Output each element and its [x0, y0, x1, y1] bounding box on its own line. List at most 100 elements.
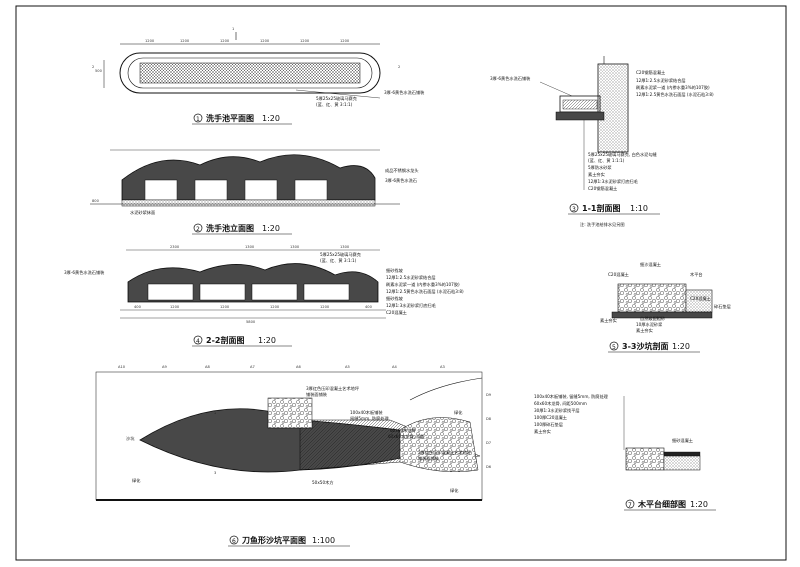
dim-label: 1200 — [260, 39, 270, 43]
grid-label: A5 — [345, 365, 350, 369]
det7-footing — [625, 447, 665, 471]
sect5-right-wall — [685, 289, 713, 313]
plan1-number-circle — [193, 113, 203, 123]
sect5-note: 木平台 — [690, 271, 703, 278]
det7-base — [663, 455, 701, 471]
sect4-note: 细砂找坡 — [386, 267, 404, 274]
sect3-note: C20钢筋混凝土 — [588, 185, 617, 192]
sect4-tile-note-2: (蓝、红、黄 3:1:1) — [320, 257, 357, 264]
sect4-cell — [251, 283, 298, 301]
sect5-note: 10厚水泥砂浆 — [636, 321, 663, 328]
elev2-scale: 1:20 — [262, 224, 280, 233]
sect3-note: 素土夯实 — [588, 171, 605, 178]
det7-title: 木平台细部图 — [637, 499, 686, 509]
elev2-note-faucet: 成品不锈钢水龙头 — [385, 167, 419, 174]
sect4-left-note: 3厚-6黄色水洗石铺装 — [64, 269, 105, 276]
sect3-note: 12厚1:2.5黄色水洗石面层 (水泥石粒3:8) — [636, 91, 714, 98]
elev2-number: 2 — [196, 226, 200, 233]
det7-note: 100厚碎石垫层 — [534, 421, 563, 428]
sect5-number: 5 — [612, 344, 616, 351]
grid-label: A7 — [250, 365, 255, 369]
grid-label: D6 — [486, 465, 492, 469]
dim-label: 1200 — [220, 305, 230, 309]
section-mark-3: 3 — [214, 411, 216, 415]
sect5-pit — [617, 283, 687, 313]
sect3-slab — [555, 111, 605, 121]
sect3-wall — [597, 63, 629, 153]
plan6-number-circle — [229, 535, 239, 545]
grid-label: D7 — [486, 441, 491, 445]
section-mark-1: 1 — [232, 27, 234, 31]
plan1-number: 1 — [196, 116, 200, 123]
plan6-note: 60x60木龙骨, 间距 — [388, 433, 425, 440]
sect5-number-circle — [609, 341, 619, 351]
det7-drawing: 100x40木板铺装, 留缝5mm, 防腐处理 60x60木龙骨, 间距500m… — [534, 393, 716, 511]
sect5-note: 素土夯实 — [600, 317, 617, 324]
plan6-note: 绿化 — [454, 409, 463, 416]
grid-label: A10 — [118, 365, 126, 369]
plan6-stone-area — [399, 417, 479, 473]
sect3-left-note: 3厚-6黄色水洗石铺装 — [490, 75, 531, 82]
plan6-note: 3厚红色压印混凝土艺术地坪 — [306, 385, 359, 392]
det7-number-circle — [625, 499, 635, 509]
grid-label: D8 — [486, 417, 492, 421]
sect4-note: 12厚1:2.5水泥砂浆结合层 — [386, 274, 436, 281]
sect3-drawing: C20钢筋混凝土 12厚1:2.5水泥砂浆结合层 刷素水泥浆一道 (内掺水重3%… — [490, 56, 714, 228]
sect4-note: 12厚1:3水泥砂浆打底扫毛 — [386, 302, 437, 309]
sect4-tile-note: 5厚25x25玻璃马赛克 — [320, 251, 361, 258]
sect4-note: C20混凝土 — [386, 309, 407, 316]
dim-label: 1300 — [245, 245, 255, 249]
det7-deck — [663, 451, 701, 457]
elev2-panel — [144, 179, 178, 201]
plan1-title: 洗手池平面图 — [206, 113, 254, 123]
dim-label: 1200 — [180, 39, 190, 43]
sect3-note: (蓝、红、黄 1:1:1) — [588, 157, 625, 164]
det7-note: 素土夯实 — [534, 428, 551, 435]
plan6-note: 铺装面铺装 — [306, 391, 328, 398]
sect5-note: 细沙混凝土 — [640, 261, 661, 268]
plan6-platform — [267, 397, 313, 429]
dim-label: 1200 — [320, 305, 330, 309]
sect4-cell — [199, 283, 246, 301]
sect3-note: 5厚25x25玻璃马赛克, 白色水泥勾缝 — [588, 151, 658, 158]
elev2-panel — [194, 179, 228, 201]
plan6-number: 6 — [232, 538, 236, 545]
sect3-note: C20钢筋混凝土 — [636, 69, 665, 76]
sect3-scale: 1:10 — [630, 204, 648, 213]
plan1-side-dim: 500 — [95, 69, 103, 73]
elev2-note-stone: 3厚-6黄色水洗石 — [385, 177, 417, 184]
plan6-note: 60x60木龙骨 — [390, 427, 416, 434]
plan6-note: 3厚红色压印混凝土艺术地坪 — [418, 449, 471, 456]
plan6-note: 沙坑 — [126, 435, 135, 442]
sect3-note: 5厚防水砂浆 — [588, 164, 612, 171]
grid-label: A9 — [162, 365, 167, 369]
sect3-basin-fill — [562, 99, 598, 110]
grid-label: D9 — [486, 393, 492, 397]
grid-label: A4 — [392, 365, 397, 369]
dim-label: 1300 — [290, 245, 300, 249]
plan6-note: 100x40木板铺装 — [350, 409, 383, 416]
sect3-title: 1-1剖面图 — [582, 203, 620, 213]
elev2-number-circle — [193, 223, 203, 233]
sect5-note: 素土夯实 — [636, 327, 653, 334]
det7-number: 7 — [628, 502, 632, 509]
plan1-drawing: 1200 1200 1200 1200 1200 1200 500 1 2 2 … — [92, 27, 425, 125]
section-mark-2: 2 — [398, 65, 400, 69]
elev2-panel — [244, 179, 278, 201]
dim-label: 1200 — [220, 39, 230, 43]
plan6-note: 绿化 — [132, 477, 141, 484]
grid-label: A6 — [296, 365, 301, 369]
sect3-footnote: 注: 洗手池给排水见另图 — [580, 221, 625, 228]
sect3-number-circle — [569, 203, 579, 213]
plan6-title: 刀鱼形沙坑平面图 — [242, 535, 306, 545]
plan1-mosaic-area — [139, 62, 361, 84]
plan6-grid-right: D9 D8 D7 D6 — [486, 393, 492, 469]
sect5-note: C20混凝土 — [608, 271, 629, 278]
sect4-note: 刷素水泥浆一道 (内掺水重3%的107胶) — [386, 281, 460, 288]
sect5-drawing: 细沙混凝土 C20混凝土 木平台 C20混凝土 碎石垫层 素土夯实 10厚水泥砂… — [600, 261, 731, 353]
elev2-note-bottom: 水泥砂浆抹面 — [130, 209, 155, 216]
det7-note: 30厚1:3水泥砂浆找平层 — [534, 407, 580, 414]
plan1-basin-rim — [127, 57, 373, 89]
det7-note: 60x60木龙骨, 间距500mm — [534, 400, 587, 407]
